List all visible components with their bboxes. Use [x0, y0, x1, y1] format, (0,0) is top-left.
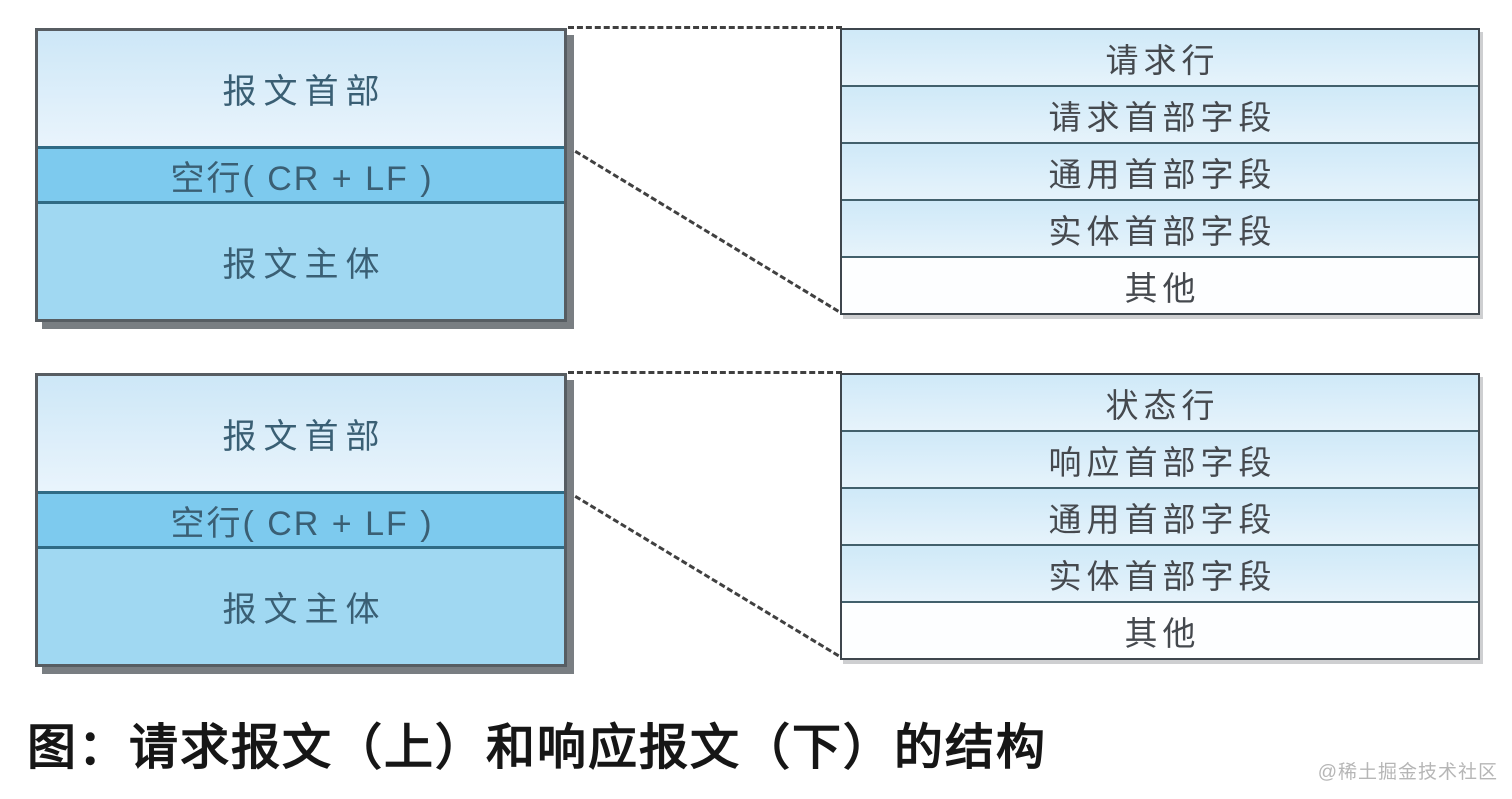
response-body-section: 报文主体 — [38, 549, 564, 664]
response-message-box: 报文首部 空行( CR + LF ) 报文主体 — [35, 373, 567, 667]
response-header-section: 报文首部 — [38, 376, 564, 494]
detail-row-other: 其他 — [842, 603, 1478, 658]
request-body-section: 报文主体 — [38, 204, 564, 319]
response-connector-diagonal-dashed-line — [574, 495, 840, 658]
detail-row-request-header-fields: 请求首部字段 — [842, 87, 1478, 144]
detail-row-status-line: 状态行 — [842, 375, 1478, 432]
detail-row-entity-header-fields: 实体首部字段 — [842, 546, 1478, 603]
detail-row-general-header-fields: 通用首部字段 — [842, 489, 1478, 546]
response-blank-line-section: 空行( CR + LF ) — [38, 494, 564, 549]
request-header-detail-box: 请求行 请求首部字段 通用首部字段 实体首部字段 其他 — [840, 28, 1480, 315]
detail-row-request-line: 请求行 — [842, 30, 1478, 87]
request-message-box: 报文首部 空行( CR + LF ) 报文主体 — [35, 28, 567, 322]
response-connector-top-dashed-line — [568, 371, 842, 374]
detail-row-response-header-fields: 响应首部字段 — [842, 432, 1478, 489]
request-connector-diagonal-dashed-line — [574, 150, 840, 313]
figure-caption: 图：请求报文（上）和响应报文（下）的结构 — [27, 720, 1048, 775]
request-header-section: 报文首部 — [38, 31, 564, 149]
response-header-detail-box: 状态行 响应首部字段 通用首部字段 实体首部字段 其他 — [840, 373, 1480, 660]
request-blank-line-section: 空行( CR + LF ) — [38, 149, 564, 204]
detail-row-general-header-fields: 通用首部字段 — [842, 144, 1478, 201]
detail-row-entity-header-fields: 实体首部字段 — [842, 201, 1478, 258]
request-connector-top-dashed-line — [568, 26, 842, 29]
detail-row-other: 其他 — [842, 258, 1478, 313]
watermark-text: @稀土掘金技术社区 — [1317, 762, 1498, 783]
